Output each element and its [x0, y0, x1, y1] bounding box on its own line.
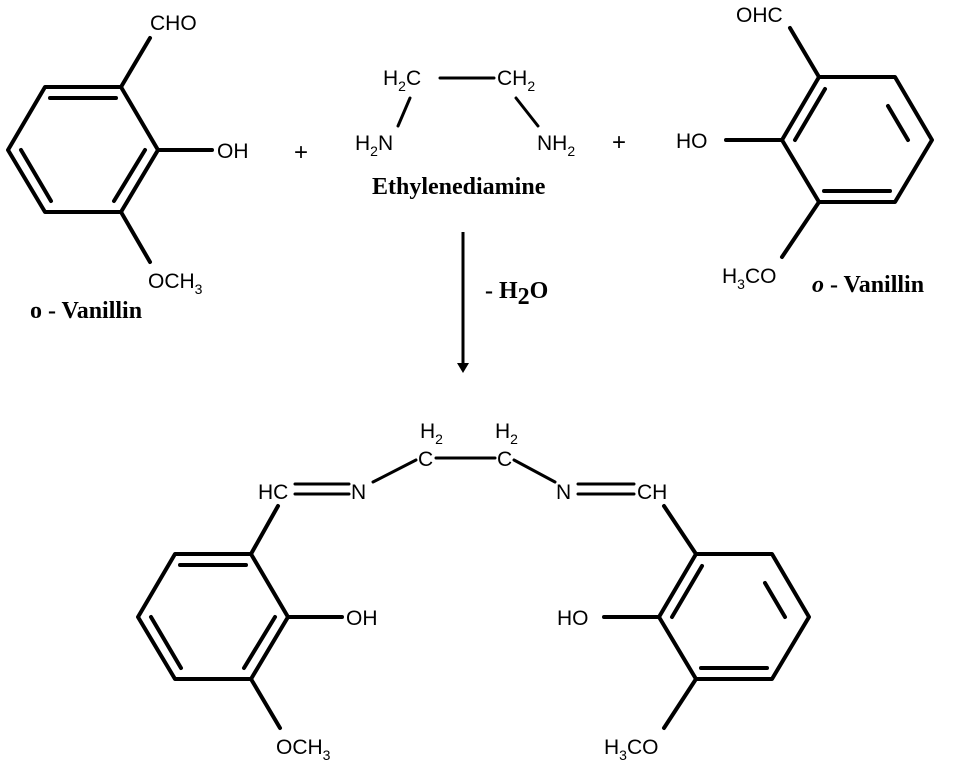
ch2-right-label: CH2	[497, 67, 535, 94]
double-bond	[886, 104, 910, 142]
plus-sign-right: +	[612, 129, 626, 156]
compound-name-o-vanillin-right: o - Vanillin	[812, 272, 924, 298]
hydroxyl-label: HO	[676, 130, 708, 153]
bond-to-aldehyde	[788, 26, 821, 79]
n-right-label: N	[556, 481, 571, 504]
bond-to-methoxy	[119, 210, 152, 264]
c-n-bond-right	[514, 96, 540, 128]
product-schiff-base: HC N C H2 C H2 N CH OH OCH3	[136, 420, 811, 763]
bond-ring-to-imine-right	[662, 504, 698, 556]
methoxy-right-product-label: H3CO	[604, 736, 658, 763]
double-bond	[112, 148, 147, 203]
double-bond	[149, 615, 183, 670]
double-bond	[242, 615, 277, 670]
methoxy-label: OCH3	[148, 270, 203, 297]
h2-right-label: H2	[495, 420, 518, 447]
hc-left-label: HC	[258, 481, 288, 504]
n-c-bond-left	[371, 458, 418, 484]
ch2-left-label: H2C	[383, 67, 421, 94]
c-left-label: C	[418, 448, 433, 471]
c-n-bond-right	[512, 458, 557, 484]
hydroxyl-left-product-label: OH	[346, 607, 378, 630]
nh2-right-label: NH2	[537, 132, 575, 159]
c-right-label: C	[497, 448, 512, 471]
n-left-label: N	[351, 481, 366, 504]
methoxy-label: H3CO	[722, 265, 776, 292]
reactant-right-o-vanillin: OHC HO H3CO o - Vanillin	[676, 4, 934, 298]
reactant-left-o-vanillin: CHO OH OCH3 o - Vanillin	[6, 12, 249, 324]
bond-to-methoxy-right	[662, 677, 698, 730]
hydroxyl-right-product-label: HO	[557, 607, 589, 630]
reactant-ethylenediamine: H2C CH2 H2N NH2 Ethylenediamine	[355, 67, 575, 200]
h2-left-label: H2	[420, 420, 443, 447]
reaction-arrow: - H2O	[457, 232, 548, 373]
double-bond	[19, 148, 53, 203]
methoxy-left-product-label: OCH3	[276, 736, 331, 763]
bond-to-methoxy	[780, 200, 821, 259]
c-n-bond-left	[396, 96, 412, 128]
hydroxyl-label: OH	[217, 140, 249, 163]
double-bond	[793, 87, 827, 142]
bond-to-aldehyde	[119, 36, 152, 89]
double-bond	[763, 581, 787, 619]
nh2-left-label: H2N	[355, 132, 393, 159]
bond-to-methoxy-left	[249, 677, 282, 730]
aldehyde-label: OHC	[736, 4, 783, 27]
aldehyde-label: CHO	[150, 12, 197, 35]
compound-name-o-vanillin-left: o - Vanillin	[30, 298, 142, 324]
ch-right-label: CH	[637, 481, 667, 504]
plus-sign-left: +	[294, 139, 308, 166]
benzene-ring-left-reactant	[6, 85, 160, 214]
condition-water-loss: - H2O	[485, 278, 548, 310]
compound-name-ethylenediamine: Ethylenediamine	[372, 174, 546, 200]
bond-ring-to-imine-left	[249, 504, 280, 556]
benzene-ring-left-product	[136, 552, 290, 681]
double-bond	[670, 564, 704, 619]
